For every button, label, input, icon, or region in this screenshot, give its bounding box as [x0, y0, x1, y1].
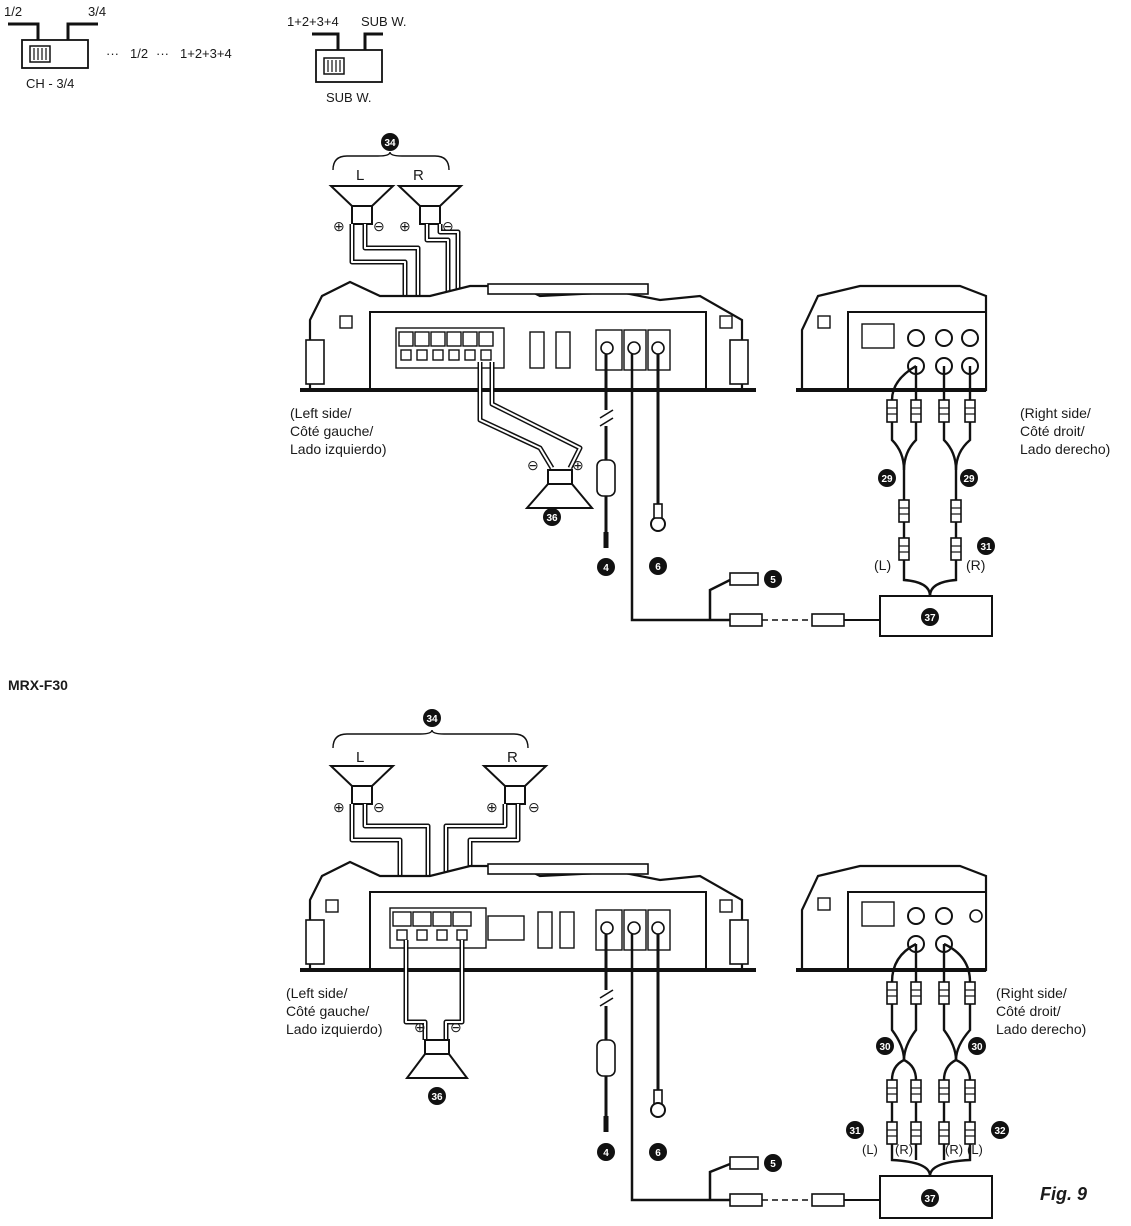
top-speaker-group-marker	[381, 133, 399, 151]
ch34-legend-dots-2: ···	[156, 46, 169, 61]
top-sub-plus: ⊕	[572, 457, 584, 473]
bottom-cable-right-marker	[968, 1037, 986, 1055]
ch34-switch: 1/2 3/4 CH - 3/4 ··· 1/2 ··· 1+2+3+4	[4, 4, 232, 91]
top-head-unit-marker	[921, 608, 939, 626]
top-left-minus: ⊖	[373, 218, 385, 234]
top-right-minus: ⊖	[442, 218, 454, 234]
top-left-side-1: (Left side/	[290, 405, 352, 421]
bottom-remote-no: 5	[770, 1159, 776, 1170]
top-cable-left-marker	[878, 469, 896, 487]
top-ground-no: 6	[655, 562, 661, 573]
bottom-adapter-left-marker	[846, 1121, 864, 1139]
bottom-cable-left-no: 30	[879, 1042, 891, 1053]
top-speaker-left	[328, 185, 396, 225]
bottom-head-unit-marker	[921, 1189, 939, 1207]
top-adapter-no: 31	[980, 542, 992, 553]
subw-switch: 1+2+3+4 SUB W. SUB W.	[287, 14, 407, 105]
ch34-left-label: 1/2	[4, 4, 22, 19]
bottom-out-label-2: (R)	[895, 1142, 913, 1157]
bottom-left-side-2: Côté gauche/	[286, 1003, 369, 1019]
top-right-plus: ⊕	[399, 218, 411, 234]
ch34-caption: CH - 3/4	[26, 76, 74, 91]
bottom-left-minus: ⊖	[373, 799, 385, 815]
bottom-ground-marker	[649, 1143, 667, 1161]
bottom-right-side-1: (Right side/	[996, 985, 1067, 1001]
top-fuse-no: 4	[603, 563, 609, 574]
bottom-adapter-left-no: 31	[849, 1126, 861, 1137]
bottom-left-side-1: (Left side/	[286, 985, 348, 1001]
bottom-cable-right-no: 30	[971, 1042, 983, 1053]
top-fuse-marker	[597, 558, 615, 576]
subw-right-label: SUB W.	[361, 14, 407, 29]
top-left-channel: L	[356, 167, 364, 184]
top-sub-marker	[543, 508, 561, 526]
top-remote-no: 5	[770, 575, 776, 586]
bottom-left-plus: ⊕	[333, 799, 345, 815]
top-cable-right-no: 29	[963, 474, 975, 485]
top-right-side-3: Lado derecho)	[1020, 441, 1110, 457]
top-right-side-1: (Right side/	[1020, 405, 1091, 421]
top-left-side-2: Côté gauche/	[290, 423, 373, 439]
top-right-side-2: Côté droit/	[1020, 423, 1085, 439]
top-cable-right-marker	[960, 469, 978, 487]
ch34-legend-dots-1: ···	[106, 46, 119, 61]
bottom-right-channel: R	[507, 749, 518, 766]
ch34-legend-a: 1/2	[130, 46, 148, 61]
ch34-right-label: 3/4	[88, 4, 106, 19]
bottom-right-side-2: Côté droit/	[996, 1003, 1061, 1019]
top-head-unit-no: 37	[924, 613, 936, 624]
top-sub-no: 36	[546, 513, 558, 524]
top-remote-marker	[764, 570, 782, 588]
bottom-adapter-right-marker	[991, 1121, 1009, 1139]
bottom-head-unit-no: 37	[924, 1194, 936, 1205]
subw-caption: SUB W.	[326, 90, 372, 105]
bottom-speaker-group-no: 34	[426, 714, 438, 725]
subw-left-label: 1+2+3+4	[287, 14, 339, 29]
bottom-out-label-4: (L)	[967, 1142, 983, 1157]
top-speaker-right	[396, 185, 464, 225]
top-left-plus: ⊕	[333, 218, 345, 234]
bottom-sub-no: 36	[431, 1092, 443, 1103]
top-subwoofer	[524, 469, 595, 509]
top-adapter-marker	[977, 537, 995, 555]
bottom-fuse-no: 4	[603, 1148, 609, 1159]
bottom-adapter-right-no: 32	[994, 1126, 1006, 1137]
figure-label: Fig. 9	[1040, 1184, 1087, 1204]
bottom-cable-left-marker	[876, 1037, 894, 1055]
bottom-left-channel: L	[356, 749, 364, 766]
top-diagram: 34 L R ⊕ ⊖ ⊕ ⊖	[290, 133, 1110, 637]
bottom-right-side-3: Lado derecho)	[996, 1021, 1086, 1037]
top-out-right: (R)	[966, 557, 985, 573]
bottom-subwoofer	[405, 1039, 469, 1079]
ch34-legend-b: 1+2+3+4	[180, 46, 232, 61]
top-sub-minus: ⊖	[527, 457, 539, 473]
top-cable-left-no: 29	[881, 474, 893, 485]
bottom-ground-no: 6	[655, 1148, 661, 1159]
bottom-remote-marker	[764, 1154, 782, 1172]
bottom-out-label-3: (R)	[945, 1142, 963, 1157]
model-heading: MRX-F30	[8, 677, 68, 693]
top-speaker-group-no: 34	[384, 138, 396, 149]
top-right-channel: R	[413, 167, 424, 184]
top-ground-marker	[649, 557, 667, 575]
bottom-speaker-left	[328, 765, 396, 805]
bottom-out-label-1: (L)	[862, 1142, 878, 1157]
bottom-right-minus: ⊖	[528, 799, 540, 815]
bottom-sub-marker	[428, 1087, 446, 1105]
top-out-left: (L)	[874, 557, 891, 573]
bottom-left-side-3: Lado izquierdo)	[286, 1021, 383, 1037]
top-left-side-3: Lado izquierdo)	[290, 441, 387, 457]
bottom-sub-plus: ⊕	[414, 1019, 426, 1035]
bottom-right-plus: ⊕	[486, 799, 498, 815]
bottom-fuse-marker	[597, 1143, 615, 1161]
bottom-diagram: 34 L R ⊕ ⊖ ⊕ ⊖	[286, 709, 1086, 1219]
bottom-speaker-group-marker	[423, 709, 441, 727]
bottom-sub-minus: ⊖	[450, 1019, 462, 1035]
bottom-speaker-right	[481, 765, 549, 805]
